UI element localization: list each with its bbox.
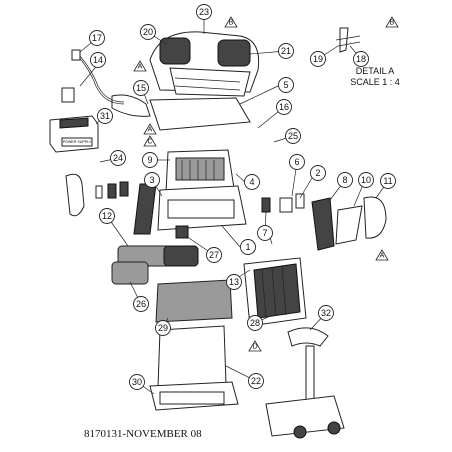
left-tracks — [65, 173, 157, 235]
svg-text:5: 5 — [283, 80, 288, 90]
callout-15: 15 — [133, 80, 149, 96]
svg-text:C: C — [147, 139, 152, 146]
detail-title: DETAIL A — [355, 66, 395, 76]
callout-18: 18 — [353, 51, 369, 67]
svg-text:1: 1 — [245, 242, 250, 252]
svg-text:31: 31 — [100, 111, 110, 121]
callout-22: 22 — [248, 373, 264, 389]
svg-text:11: 11 — [383, 176, 392, 186]
svg-text:30: 30 — [132, 377, 142, 387]
svg-text:B: B — [390, 20, 395, 27]
power-supply: POWER SUPPLY — [49, 115, 99, 153]
callout-24: 24 — [110, 150, 126, 166]
ref-letter-a: A — [133, 60, 147, 72]
ref-letter-d: D — [248, 340, 262, 352]
callout-30: 30 — [129, 374, 145, 390]
power-supply-label: POWER SUPPLY — [63, 140, 92, 144]
svg-text:28: 28 — [250, 318, 260, 328]
callout-16: 16 — [276, 99, 292, 115]
callout-2: 2 — [310, 165, 326, 181]
callout-3: 3 — [144, 172, 160, 188]
svg-text:18: 18 — [356, 54, 366, 64]
detail-a-caption: DETAIL A SCALE 1 : 4 — [320, 66, 430, 88]
svg-text:10: 10 — [361, 175, 371, 185]
callout-4: 4 — [244, 174, 260, 190]
ref-letter-b: B — [224, 16, 238, 28]
svg-text:4: 4 — [249, 177, 254, 187]
svg-text:7: 7 — [262, 228, 267, 238]
cable-swivel — [61, 49, 125, 105]
callout-20: 20 — [140, 24, 156, 40]
ref-letter-a: A — [143, 123, 157, 135]
callout-13: 13 — [226, 274, 242, 290]
callout-10: 10 — [358, 172, 374, 188]
callout-27: 27 — [206, 247, 222, 263]
svg-text:B: B — [229, 20, 234, 27]
handle-assembly — [149, 31, 260, 97]
svg-text:2: 2 — [315, 168, 320, 178]
filter-basket — [243, 257, 307, 327]
callout-12: 12 — [99, 208, 115, 224]
svg-text:17: 17 — [92, 33, 102, 43]
callout-6: 6 — [289, 154, 305, 170]
document-code: 8170131-NOVEMBER 08 — [84, 428, 202, 440]
callout-26: 26 — [133, 296, 149, 312]
svg-text:8: 8 — [342, 175, 347, 185]
callout-28: 28 — [247, 315, 263, 331]
callout-29: 29 — [155, 320, 171, 336]
svg-text:3: 3 — [149, 175, 154, 185]
callout-9: 9 — [142, 152, 158, 168]
svg-text:13: 13 — [229, 277, 239, 287]
svg-text:A: A — [148, 127, 153, 134]
callout-14: 14 — [90, 52, 106, 68]
svg-text:6: 6 — [294, 157, 299, 167]
callout-8: 8 — [337, 172, 353, 188]
callout-23: 23 — [196, 4, 212, 20]
callout-1: 1 — [240, 239, 256, 255]
brushes — [111, 225, 199, 285]
motor-body — [157, 149, 247, 231]
caddy — [265, 327, 345, 439]
callout-21: 21 — [278, 43, 294, 59]
svg-text:14: 14 — [93, 55, 103, 65]
svg-text:21: 21 — [281, 46, 291, 56]
callout-32: 32 — [318, 305, 334, 321]
svg-text:20: 20 — [143, 27, 153, 37]
svg-text:27: 27 — [209, 250, 219, 260]
svg-text:D: D — [252, 344, 257, 351]
ref-letter-a: A — [375, 249, 389, 261]
ref-letter-c: C — [143, 135, 157, 147]
callout-7: 7 — [257, 225, 273, 241]
svg-text:32: 32 — [321, 308, 331, 318]
svg-text:26: 26 — [136, 299, 146, 309]
right-tracks — [261, 193, 387, 251]
callout-19: 19 — [310, 51, 326, 67]
svg-text:25: 25 — [288, 131, 298, 141]
callout-17: 17 — [89, 30, 105, 46]
detail-scale: SCALE 1 : 4 — [350, 77, 400, 87]
svg-text:9: 9 — [147, 155, 152, 165]
bottom-filters — [149, 279, 239, 411]
detail-a-inset — [335, 27, 361, 53]
svg-text:22: 22 — [251, 376, 261, 386]
svg-text:A: A — [380, 253, 385, 260]
svg-text:29: 29 — [158, 323, 168, 333]
svg-text:23: 23 — [199, 7, 209, 17]
svg-text:24: 24 — [113, 153, 123, 163]
callout-5: 5 — [278, 77, 294, 93]
svg-text:A: A — [138, 64, 143, 71]
svg-text:16: 16 — [279, 102, 289, 112]
ref-letter-b: B — [385, 16, 399, 28]
callout-31: 31 — [97, 108, 113, 124]
top-cover — [111, 94, 251, 131]
svg-text:19: 19 — [313, 54, 323, 64]
svg-text:12: 12 — [102, 211, 112, 221]
callout-11: 11 — [380, 173, 396, 189]
svg-text:15: 15 — [136, 83, 146, 93]
callout-25: 25 — [285, 128, 301, 144]
